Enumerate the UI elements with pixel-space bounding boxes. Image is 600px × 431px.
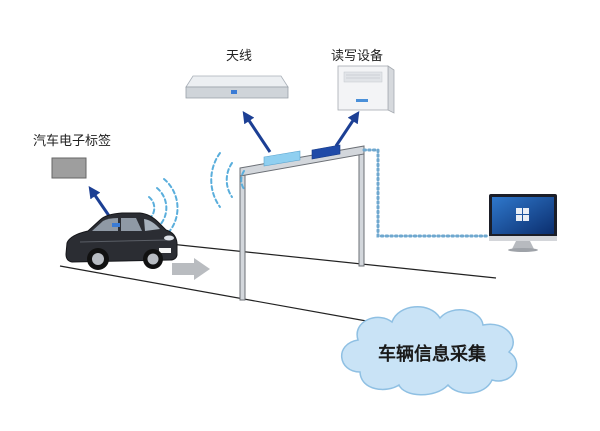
- gantry-right-post: [358, 151, 365, 267]
- beam-antenna-unit: [263, 150, 301, 167]
- reader-vent: [343, 71, 383, 83]
- car-front-hub: [147, 253, 159, 265]
- beam-reader-unit: [311, 144, 341, 160]
- car-tag-label: 汽车电子标签: [33, 133, 111, 149]
- cloud-label: 车辆信息采集: [378, 343, 487, 365]
- car-icon: [65, 212, 178, 270]
- road-line-near: [59, 265, 373, 323]
- reader-label: 读写设备: [331, 48, 383, 64]
- car-signal-arc-3: [163, 178, 179, 233]
- car-rear-window: [92, 218, 118, 231]
- arrow-gantry-to-antenna: [242, 111, 272, 153]
- car-headlight: [164, 235, 174, 241]
- reader-side-face: [387, 65, 395, 114]
- gantry-left-post: [239, 171, 246, 301]
- car-windshield: [144, 219, 160, 231]
- gantry-signal-arc-2: [225, 162, 233, 198]
- car-side-window: [121, 218, 142, 231]
- rfid-reader-icon: [337, 65, 395, 114]
- car-body-highlight: [79, 239, 169, 243]
- electronic-tag-icon: [51, 157, 87, 179]
- computer-monitor-icon: [489, 194, 557, 252]
- cloud-icon: 车辆信息采集: [340, 305, 518, 396]
- antenna-top-face: [185, 75, 289, 88]
- car-license-plate: [159, 248, 171, 253]
- road-line-far: [169, 243, 497, 279]
- gantry: [239, 144, 365, 301]
- antenna-label: 天线: [226, 49, 252, 64]
- monitor-base: [508, 248, 538, 252]
- car-signal-arc-2: [156, 187, 168, 226]
- gray-right-arrow-icon: [172, 258, 210, 280]
- antenna-panel-icon: [185, 75, 289, 99]
- car-signal-arc-1: [148, 196, 156, 218]
- cloud-shape: [340, 305, 518, 396]
- car-roof-tag: [112, 223, 120, 227]
- gantry-signal-arc-3: [210, 152, 221, 208]
- windows-logo-icon: [516, 208, 529, 221]
- network-link-dotted: [362, 148, 491, 238]
- car-rear-hub: [92, 253, 104, 265]
- antenna-connector: [231, 90, 237, 94]
- arrow-gantry-to-reader: [334, 111, 360, 147]
- monitor-chin: [489, 236, 557, 241]
- car-signal-waves: [148, 178, 179, 233]
- gantry-signal-waves: [210, 152, 245, 208]
- gantry-signal-arc-1: [240, 170, 245, 190]
- gantry-top-beam: [239, 145, 365, 177]
- reader-logo: [356, 99, 368, 102]
- monitor-stand: [512, 241, 534, 249]
